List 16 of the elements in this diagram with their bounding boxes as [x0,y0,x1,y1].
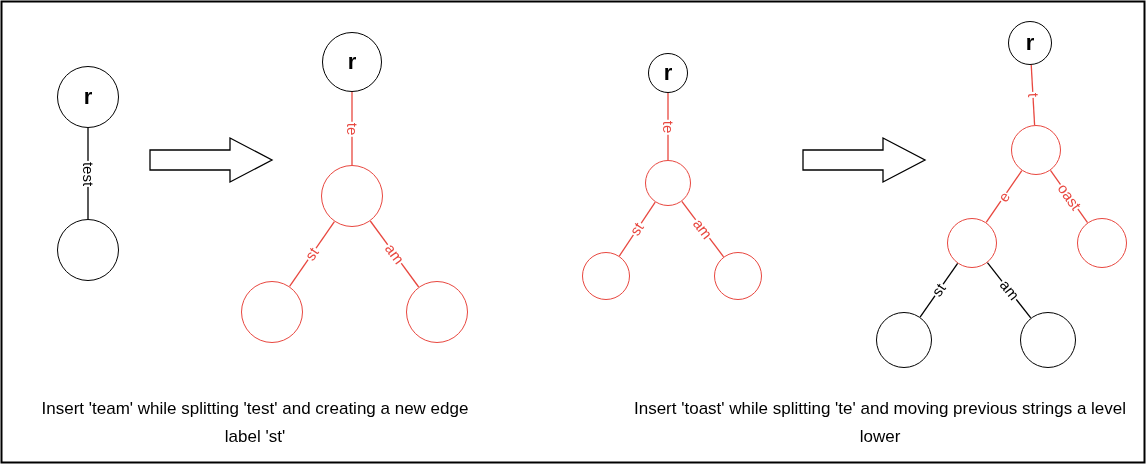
connector-line [985,169,1023,224]
tree-node [1077,218,1127,268]
tree-node: r [1008,21,1052,65]
tree-node [947,218,997,268]
caption-text: Insert 'team' while splitting 'test' and creating a new edge label 'st' [40,398,470,448]
tree-node: r [322,32,382,92]
tree-node [1020,312,1076,368]
tree-node [876,312,932,368]
tree-node: r [57,66,119,128]
tree-node [714,252,762,300]
connector-line [1030,64,1036,126]
tree-node [1011,125,1061,175]
caption-text: Insert 'toast' while splitting 'te' and moving previous strings a level lower [632,398,1128,448]
tree-node [645,160,691,206]
tree-node [582,252,630,300]
tree-node: r [648,53,688,93]
